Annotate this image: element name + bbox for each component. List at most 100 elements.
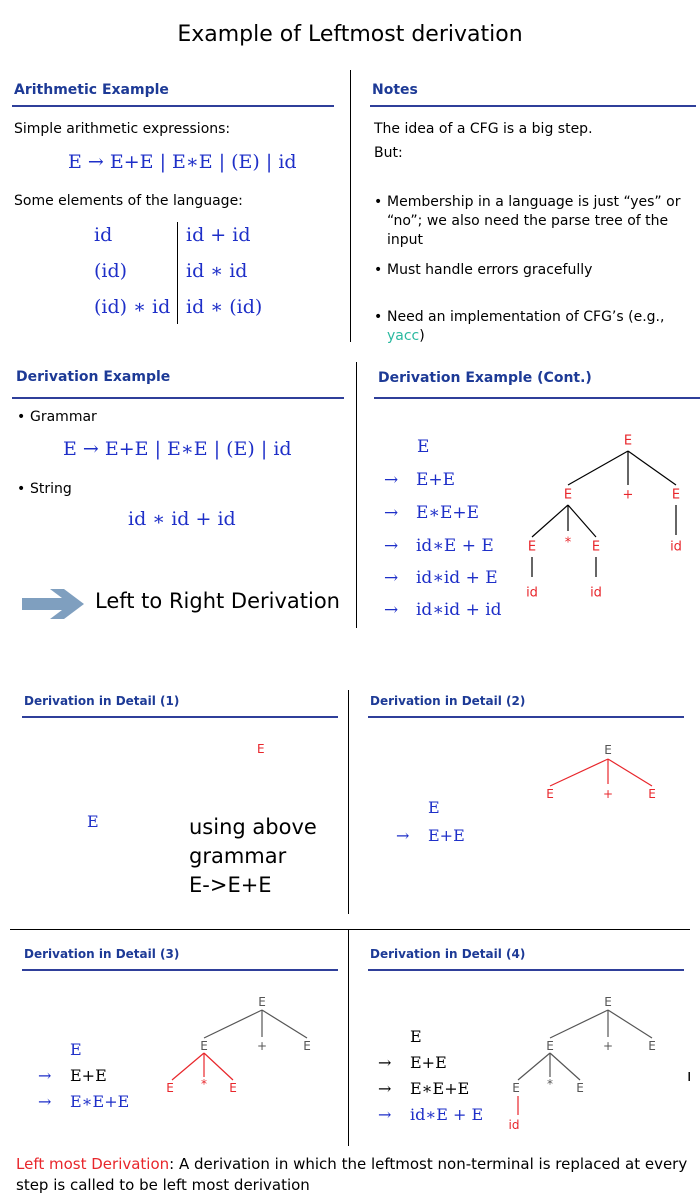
element-right-1: id + id	[186, 224, 251, 246]
detail4-e2: E	[648, 1039, 656, 1053]
notes-bullet-2: Must handle errors gracefully	[374, 261, 692, 280]
derives-arrow-icon: →	[384, 503, 399, 523]
detail4-step-0: E	[410, 1027, 422, 1046]
derives-arrow-icon: →	[384, 600, 399, 620]
cont-step-2: →E∗E+E	[384, 503, 480, 523]
element-left-2: (id)	[94, 260, 128, 282]
tree-leaf-id-right: id	[670, 539, 682, 555]
cont-step-0: E	[417, 437, 430, 457]
stray-mark: ı	[687, 1066, 692, 1085]
derives-arrow-icon: →	[378, 1105, 392, 1124]
grammar-note-line-3: E->E+E	[189, 873, 272, 897]
element-left-1: id	[94, 224, 113, 246]
detail2-plus: +	[602, 787, 614, 801]
detail3-step-2: →E∗E+E	[38, 1092, 130, 1111]
detail1-start-symbol: E	[87, 812, 99, 831]
detail1-tree-root: E	[257, 742, 265, 756]
detail4-tree: E E + E E * E id	[500, 993, 670, 1133]
notes-bullet-3-tail: )	[419, 328, 425, 344]
detail2-step-1: →E+E	[396, 826, 465, 845]
panel-title-derivation-example: Derivation Example	[16, 369, 171, 385]
detail3-tree: E E + E E * E	[160, 993, 330, 1098]
derives-arrow-icon: →	[384, 470, 399, 490]
derives-arrow-icon: →	[38, 1092, 52, 1111]
tree-node-e2: E	[671, 487, 681, 503]
detail-divider-horizontal	[10, 929, 690, 930]
detail4-star: *	[547, 1077, 553, 1091]
detail3-e2: E	[303, 1039, 311, 1053]
panel-rule	[22, 969, 338, 971]
detail-divider-bottom	[348, 930, 349, 1146]
notes-line-1: The idea of a CFG is a big step.	[374, 121, 593, 137]
derives-arrow-icon: →	[384, 568, 399, 588]
leftmost-definition: Left most Derivation: A derivation in wh…	[16, 1154, 694, 1196]
tree-leaf-id-1: id	[526, 585, 538, 601]
detail4-step-2: →E∗E+E	[378, 1079, 470, 1098]
detail4-e1: E	[546, 1039, 554, 1053]
derives-arrow-icon: →	[384, 536, 399, 556]
derives-arrow-icon: →	[378, 1053, 392, 1072]
detail2-tree: E E + E	[530, 740, 680, 805]
detail3-e12: E	[229, 1081, 237, 1095]
detail4-plus: +	[602, 1039, 614, 1053]
detail3-e1: E	[200, 1039, 208, 1053]
panel-rule	[12, 397, 344, 399]
tree-leaf-id-2: id	[590, 585, 602, 601]
right-arrow-icon	[22, 589, 84, 619]
detail2-root: E	[604, 743, 612, 757]
panel-title-detail-4: Derivation in Detail (4)	[370, 947, 526, 961]
panel-rule	[368, 716, 684, 718]
cont-step-4: →id∗id + E	[384, 568, 498, 588]
parse-tree-full: E E + E E * E id id id	[500, 425, 700, 610]
detail2-e2: E	[648, 787, 656, 801]
notes-bullet-3: Need an implementation of CFG’s (e.g., y…	[374, 308, 692, 346]
element-right-3: id ∗ (id)	[186, 296, 263, 318]
page-title: Example of Leftmost derivation	[177, 22, 523, 47]
element-left-3: (id) ∗ id	[94, 296, 171, 318]
notes-bullet-1: Membership in a language is just “yes” o…	[374, 193, 692, 250]
grammar-note-line-1: using above	[189, 815, 317, 839]
detail2-e1: E	[546, 787, 554, 801]
derivation-string: id ∗ id + id	[128, 508, 236, 530]
tree-node-plus: +	[622, 487, 634, 503]
grammar-note: using above grammar E->E+E	[189, 813, 317, 900]
panel-rule	[12, 105, 334, 107]
element-right-2: id ∗ id	[186, 260, 248, 282]
detail3-step-0: E	[70, 1040, 82, 1059]
panel-rule	[370, 105, 696, 107]
arithmetic-intro: Simple arithmetic expressions:	[14, 121, 231, 137]
detail4-e12: E	[576, 1081, 584, 1095]
grammar-note-line-2: grammar	[189, 844, 287, 868]
panel-rule	[374, 397, 700, 399]
notes-bullet-3-text: Need an implementation of CFG’s (e.g.,	[387, 309, 665, 325]
grammar-bullet: Grammar	[17, 408, 97, 427]
middle-divider	[356, 362, 357, 628]
detail3-root: E	[258, 995, 266, 1009]
elements-divider	[177, 222, 178, 324]
detail3-step-1: →E+E	[38, 1066, 107, 1085]
detail4-e11: E	[512, 1081, 520, 1095]
detail4-root: E	[604, 995, 612, 1009]
panel-title-detail-1: Derivation in Detail (1)	[24, 694, 180, 708]
definition-term: Left most Derivation	[16, 1155, 170, 1173]
detail3-plus: +	[256, 1039, 268, 1053]
yacc-highlight: yacc	[387, 328, 420, 344]
top-divider	[350, 70, 351, 342]
cont-step-1: →E+E	[384, 470, 456, 490]
panel-rule	[368, 969, 684, 971]
detail3-e11: E	[166, 1081, 174, 1095]
detail4-leaf-id: id	[508, 1118, 520, 1132]
definition-text: : A derivation in which the leftmost non…	[16, 1155, 688, 1194]
notes-line-2: But:	[374, 145, 403, 161]
panel-title-derivation-cont: Derivation Example (Cont.)	[378, 370, 592, 386]
tree-node-root: E	[623, 433, 633, 449]
panel-title-arithmetic: Arithmetic Example	[14, 82, 169, 98]
detail4-step-3: →id∗E + E	[378, 1105, 484, 1124]
tree-node-e1: E	[563, 487, 573, 503]
left-to-right-label: Left to Right Derivation	[95, 589, 340, 613]
string-bullet: String	[17, 480, 72, 499]
panel-title-notes: Notes	[372, 82, 418, 98]
detail3-star: *	[201, 1077, 207, 1091]
detail-divider-top	[348, 690, 349, 914]
derives-arrow-icon: →	[38, 1066, 52, 1085]
